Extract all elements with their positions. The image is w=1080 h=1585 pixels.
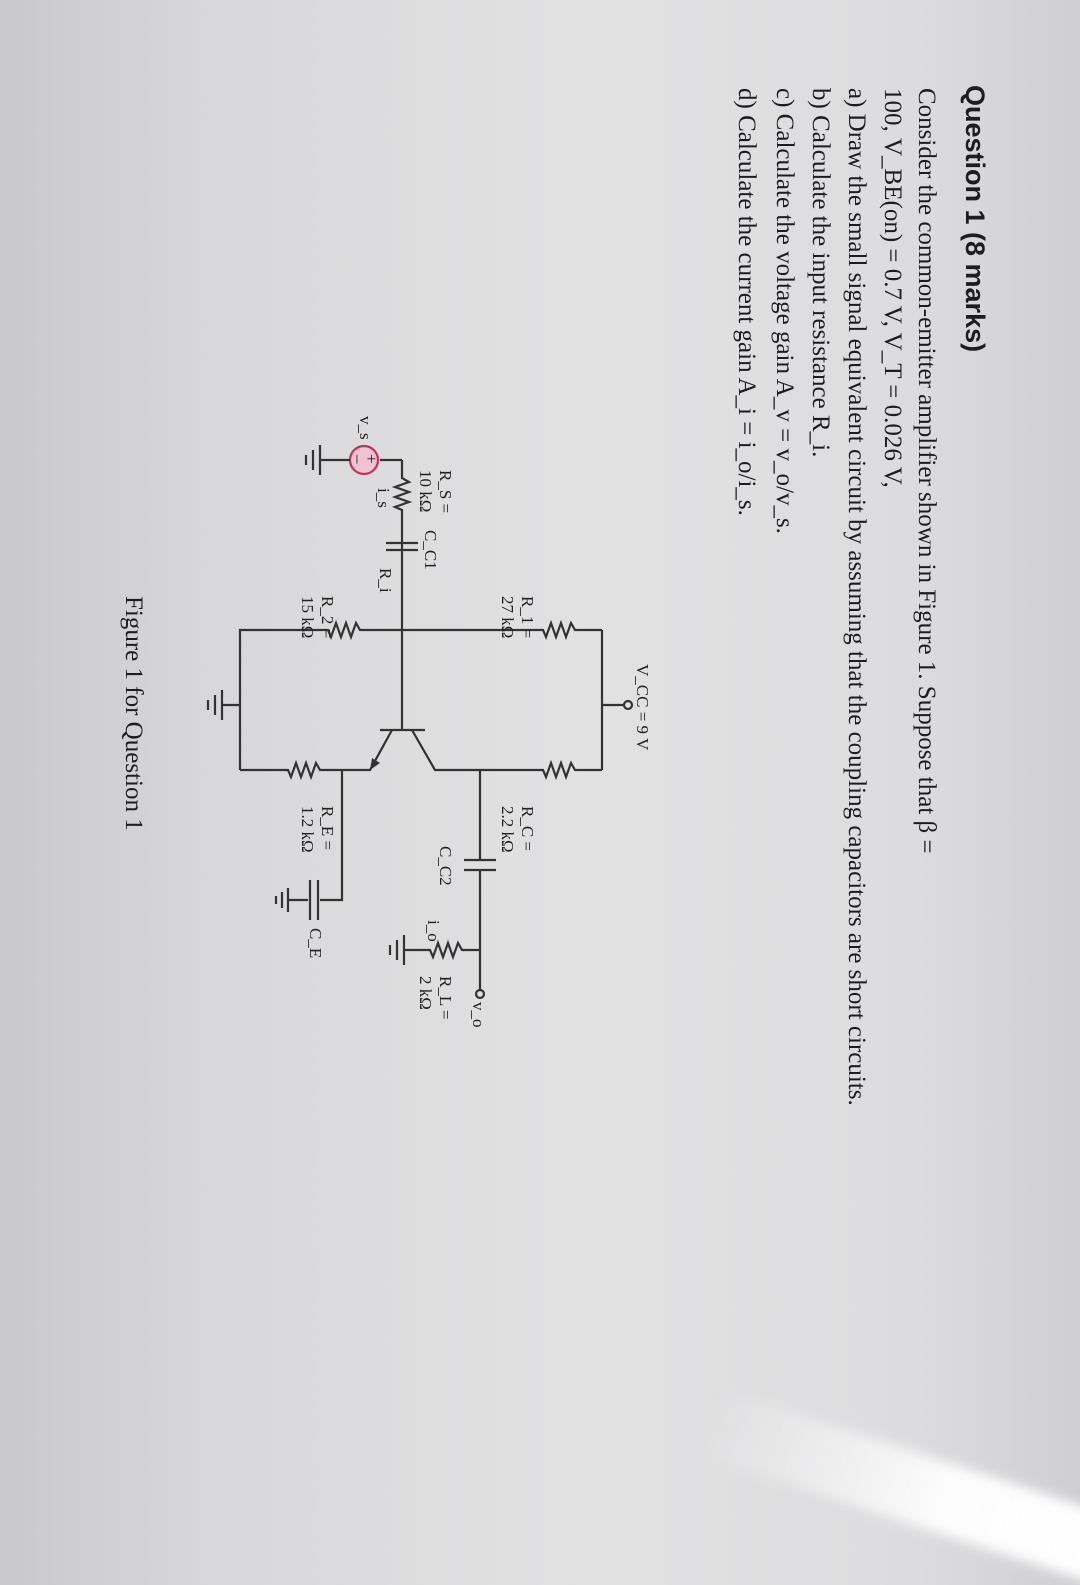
- bjt-transistor: [342, 728, 480, 772]
- vcc-terminal: [622, 699, 634, 711]
- rs-value: 10 kΩ: [416, 470, 435, 512]
- rc-value: 2.2 kΩ: [498, 806, 517, 853]
- re-name: R_E =: [318, 806, 337, 850]
- cc2-label: C_C2: [436, 846, 455, 886]
- io-label: i_o: [424, 920, 443, 942]
- ce-capacitor: [274, 770, 344, 920]
- base-wire: [380, 560, 480, 730]
- cc2-capacitor: [464, 770, 496, 990]
- r1-resistor: [480, 619, 602, 641]
- ground-icon: [206, 690, 240, 720]
- re-value: 1.2 kΩ: [298, 806, 317, 853]
- cc1-capacitor: [386, 530, 418, 560]
- vo-label: v_o: [469, 1002, 488, 1028]
- emitter-arrow-icon: [370, 758, 380, 770]
- cc1-label: C_C1: [421, 530, 440, 570]
- rs-resistor: [391, 460, 413, 530]
- rc-name: R_C =: [518, 806, 537, 851]
- source-ground-icon: [304, 445, 350, 475]
- rs-name: R_S =: [436, 470, 455, 513]
- rl-value: 2 kΩ: [416, 976, 435, 1010]
- rc-resistor: [480, 759, 602, 781]
- rl-resistor: [388, 935, 480, 965]
- source-plus: +: [362, 454, 381, 464]
- rl-name: R_L =: [436, 976, 455, 1019]
- re-resistor: [240, 759, 342, 781]
- vcc-rail: [600, 630, 624, 770]
- r2-name: R_2 =: [318, 596, 337, 638]
- source-minus: –: [349, 454, 368, 464]
- figure-caption: Figure 1 for Question 1: [120, 596, 147, 831]
- r2-resistor: [238, 619, 380, 770]
- r1-value: 27 kΩ: [498, 596, 517, 638]
- vo-terminal: [474, 988, 486, 1000]
- is-label: i_s: [374, 488, 393, 508]
- ce-label: C_E: [306, 928, 325, 958]
- vcc-label: V_CC = 9 V: [633, 664, 652, 751]
- vs-label: v_s: [356, 416, 375, 440]
- ri-label: R_i: [376, 568, 395, 593]
- r1-name: R_1 =: [518, 596, 537, 638]
- r2-value: 15 kΩ: [298, 596, 317, 638]
